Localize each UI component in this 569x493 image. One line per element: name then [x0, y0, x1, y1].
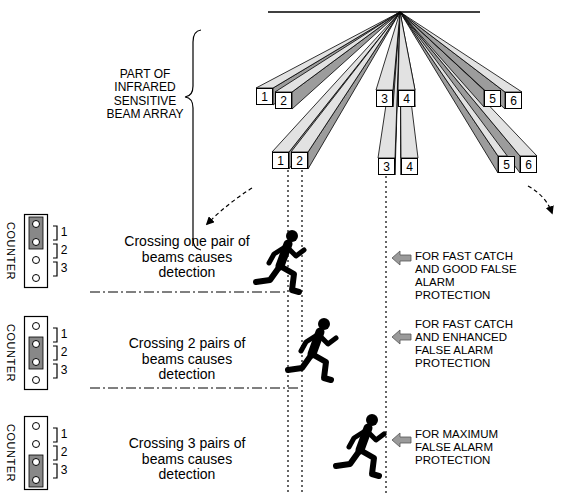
row-separator [90, 292, 300, 388]
sensor-top-line [268, 11, 480, 13]
counter-jumper [25, 317, 58, 390]
beam-number: 4 [406, 161, 413, 173]
setting-note: FOR FAST CATCH AND ENHANCED FALSE ALARM … [415, 318, 527, 370]
beam-number-box: 6 [520, 156, 537, 173]
beam-number: 3 [381, 93, 388, 105]
beam [400, 12, 515, 173]
beam-number: 1 [277, 155, 284, 167]
sweep-arrow [207, 188, 252, 224]
beam-number-box: 4 [398, 90, 415, 107]
beam [291, 12, 400, 169]
detection-rule: Crossing 3 pairs of beams causes detecti… [124, 436, 250, 483]
setting-note: FOR FAST CATCH AND GOOD FALSE ALARM PROT… [415, 250, 527, 302]
beam-number: 5 [489, 93, 496, 105]
beam-array [256, 12, 537, 175]
beam [400, 12, 537, 173]
jumper-position: 1 [61, 328, 68, 341]
beam-number-box: 5 [484, 90, 501, 107]
beam-number-box: 2 [291, 152, 308, 169]
beam-number-box: 3 [376, 90, 393, 107]
beam-number-box: 1 [256, 88, 273, 105]
beam [400, 12, 522, 109]
beam-number-box: 4 [401, 158, 418, 175]
detection-rule: Crossing one pair of beams causes detect… [124, 234, 250, 281]
setting-note: FOR MAXIMUM FALSE ALARM PROTECTION [415, 428, 527, 467]
beam-number: 5 [503, 159, 510, 171]
brace [185, 30, 201, 250]
jumper-position: 2 [61, 446, 68, 459]
pointer-arrow [392, 251, 411, 447]
runner-figure [256, 230, 304, 292]
beam [275, 12, 400, 109]
beam-number: 2 [296, 155, 303, 167]
beam-number: 1 [261, 91, 268, 103]
detection-rule: Crossing 2 pairs of beams causes detecti… [124, 336, 250, 383]
counter-label: COUNTER [5, 424, 17, 482]
beam-number-box: 2 [275, 92, 292, 109]
beam-number-box: 5 [498, 156, 515, 173]
beam [272, 12, 400, 169]
beam-number: 6 [525, 159, 532, 171]
beam-number: 6 [510, 95, 517, 107]
beam-number: 3 [383, 161, 390, 173]
beam-number: 4 [403, 93, 410, 105]
beam-number: 2 [280, 95, 287, 107]
beam-number-box: 6 [505, 92, 522, 109]
jumper-position: 3 [61, 364, 68, 377]
jumper-position: 2 [61, 346, 68, 359]
runner-figure [288, 318, 336, 380]
beam-guide-line [288, 170, 386, 493]
beam-number-box: 1 [272, 152, 289, 169]
jumper-position: 1 [61, 428, 68, 441]
beam-number-box: 3 [378, 158, 395, 175]
jumper-position: 1 [61, 226, 68, 239]
counter-jumper [25, 417, 58, 490]
beam [376, 12, 400, 107]
sweep-arrow [528, 186, 552, 213]
counter-label: COUNTER [5, 324, 17, 382]
runner-figure [336, 414, 384, 476]
jumper-position: 3 [61, 262, 68, 275]
jumper-position: 3 [61, 464, 68, 477]
counter-jumper [25, 215, 58, 288]
array-caption: PART OF INFRARED SENSITIVE BEAM ARRAY [100, 68, 190, 122]
jumper-position: 2 [61, 244, 68, 257]
counter-label: COUNTER [5, 222, 17, 280]
